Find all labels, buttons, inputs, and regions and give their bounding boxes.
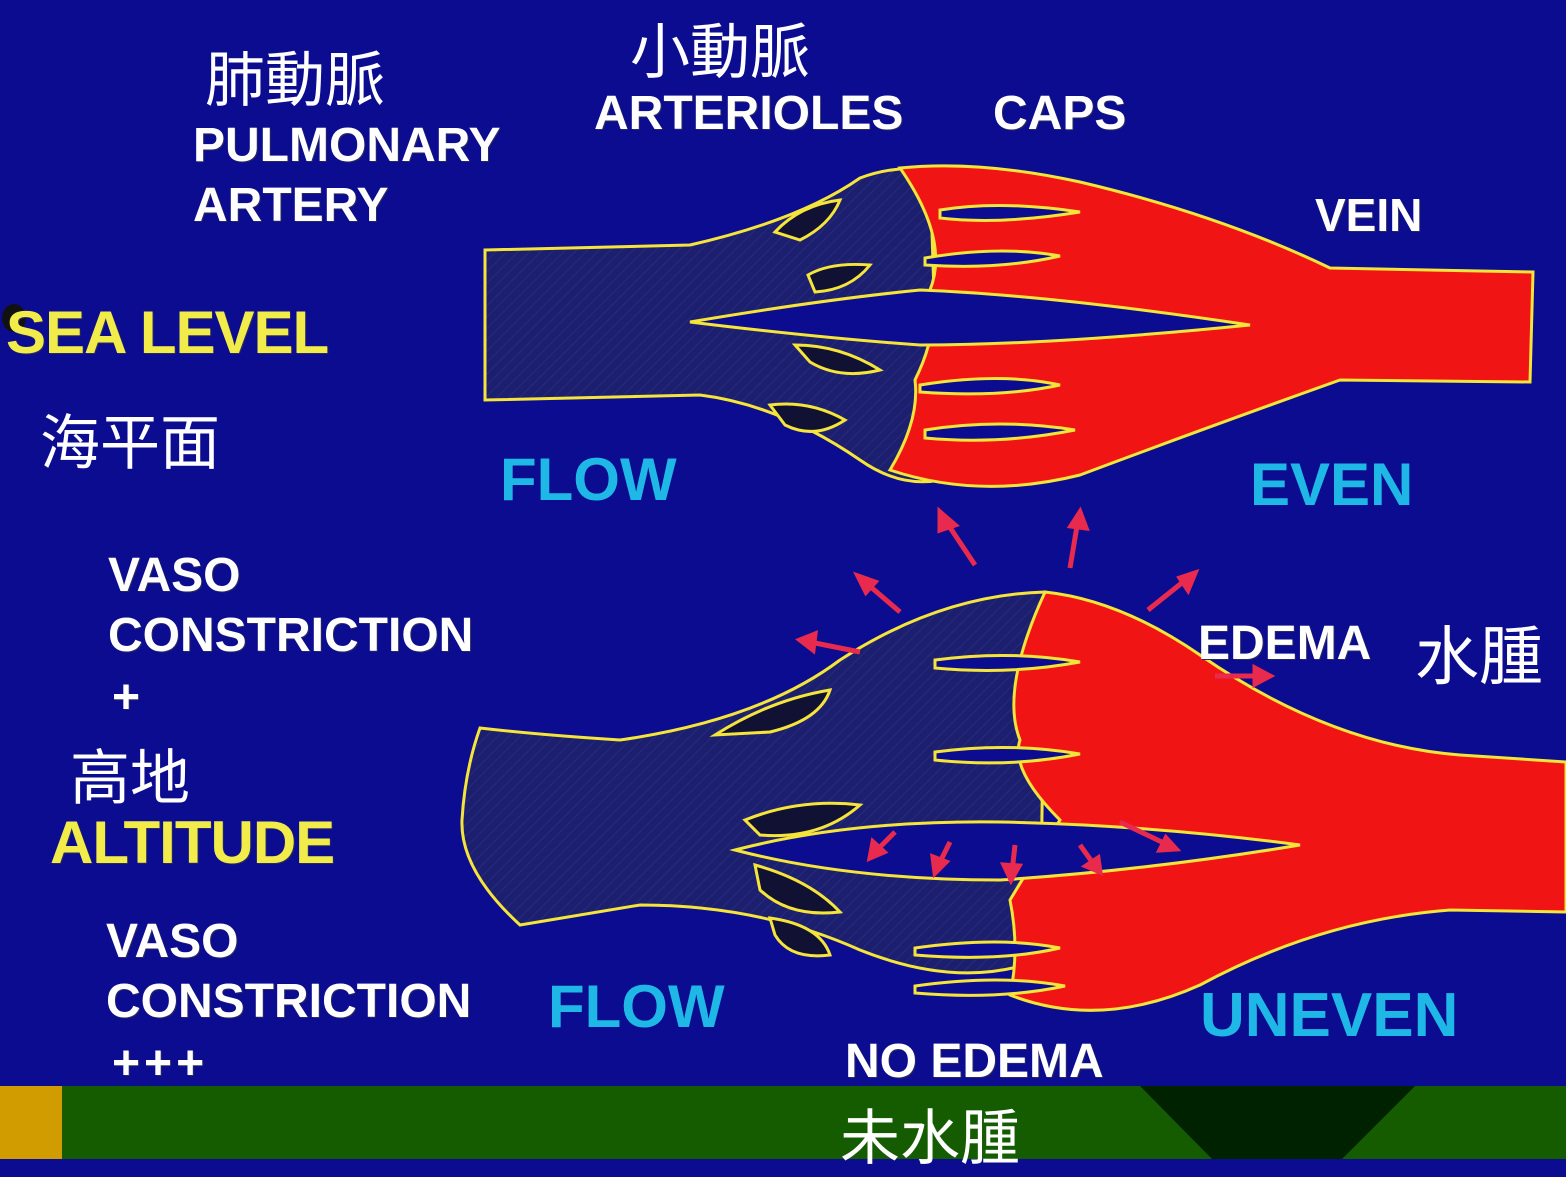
vaso-label-1: VASO <box>108 548 240 603</box>
caps-label: CAPS <box>993 86 1126 141</box>
artery-label: ARTERY <box>193 178 389 233</box>
edema-cjk-label: 水腫 <box>1415 606 1543 698</box>
flow-top-label: FLOW <box>500 445 677 514</box>
plus-label-3: +++ <box>112 1036 208 1091</box>
plus-label-1: + <box>112 670 140 725</box>
edema-label: EDEMA <box>1198 616 1371 671</box>
footer <box>0 1086 1566 1159</box>
sea-level-label: SEA LEVEL <box>6 298 328 367</box>
arterioles-cjk-label: 小動脈 <box>630 4 810 91</box>
pulmonary-artery-cjk-label: 肺動脈 <box>205 32 385 119</box>
altitude-vessel <box>462 592 1566 1010</box>
arterioles-label: ARTERIOLES <box>594 86 903 141</box>
altitude-label: ALTITUDE <box>50 808 334 877</box>
no-edema-cjk-label: 未水腫 <box>840 1090 1020 1177</box>
pulmonary-label: PULMONARY <box>193 118 501 173</box>
vein-label: VEIN <box>1315 188 1422 242</box>
no-edema-label: NO EDEMA <box>845 1034 1104 1089</box>
even-label: EVEN <box>1250 450 1413 519</box>
vaso-label-2: VASO <box>106 914 238 969</box>
footer-accent-gold <box>0 1086 62 1159</box>
uneven-label: UNEVEN <box>1200 980 1458 1051</box>
altitude-artery-side <box>462 592 1045 973</box>
flow-bottom-label: FLOW <box>548 972 725 1041</box>
altitude-cjk-label: 高地 <box>70 730 190 817</box>
sea-level-cjk-label: 海平面 <box>40 395 220 482</box>
constriction-label-1: CONSTRICTION <box>108 608 473 663</box>
constriction-label-2: CONSTRICTION <box>106 974 471 1029</box>
